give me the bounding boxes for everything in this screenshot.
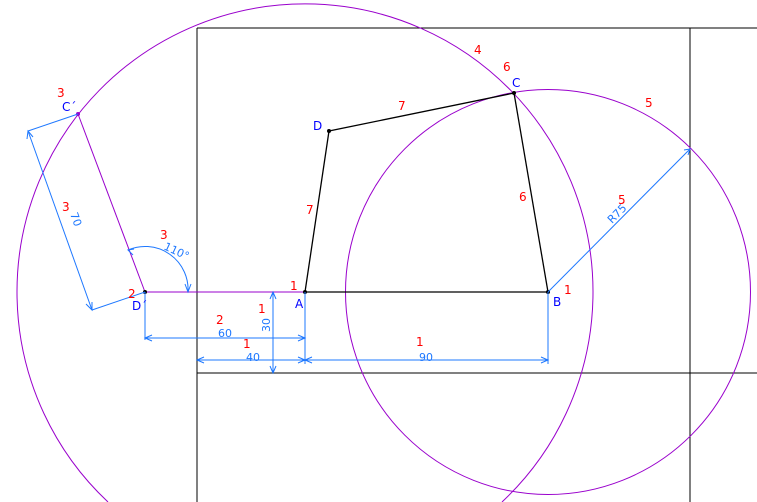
dim-value-60: 60 bbox=[218, 327, 232, 340]
point-d[interactable] bbox=[327, 129, 331, 133]
label-b: B bbox=[553, 295, 561, 309]
step-4-arc: 4 bbox=[474, 43, 482, 57]
ext-line-d-prime-70 bbox=[91, 291, 146, 311]
step-5-arc: 5 bbox=[645, 96, 653, 110]
step-2-dim60: 2 bbox=[216, 313, 224, 327]
radius-leader-r75 bbox=[547, 148, 691, 293]
step-6-bc: 6 bbox=[519, 190, 527, 204]
dim-value-radius: R75 bbox=[605, 202, 629, 226]
arrowhead-r75 bbox=[683, 148, 691, 156]
label-d: D bbox=[313, 119, 322, 133]
label-a: A bbox=[295, 297, 304, 311]
dim-value-40: 40 bbox=[246, 351, 260, 364]
label-c-prime: C´ bbox=[62, 100, 76, 114]
dim-value-90: 90 bbox=[419, 351, 433, 364]
side-da bbox=[304, 130, 330, 293]
construction-circle-4 bbox=[16, 3, 594, 502]
ext-line-c-prime bbox=[27, 113, 79, 132]
label-c: C bbox=[512, 76, 520, 90]
step-1-dim30: 1 bbox=[258, 302, 266, 316]
step-3-dim70: 3 bbox=[62, 200, 70, 214]
step-3-angle: 3 bbox=[160, 228, 168, 242]
dim-value-30: 30 bbox=[260, 318, 273, 332]
step-1-b: 1 bbox=[564, 283, 572, 297]
arrowheads-30 bbox=[269, 290, 277, 375]
arrowheads-40-90 bbox=[195, 356, 550, 364]
angle-arc-110 bbox=[127, 246, 189, 293]
label-d-prime: D´ bbox=[132, 299, 147, 313]
point-c[interactable] bbox=[512, 91, 516, 95]
frame bbox=[196, 27, 757, 502]
step-1-dim40: 1 bbox=[243, 337, 251, 351]
arrowheads-angle bbox=[126, 248, 192, 294]
step-5-radius: 5 bbox=[618, 193, 626, 207]
step-2-d-prime: 2 bbox=[128, 287, 136, 301]
step-7-dc: 7 bbox=[398, 99, 406, 113]
arrowheads-70 bbox=[26, 129, 93, 312]
step-6-c: 6 bbox=[503, 60, 511, 74]
step-7-ad: 7 bbox=[306, 203, 314, 217]
step-1-a: 1 bbox=[290, 279, 298, 293]
side-cd bbox=[328, 92, 515, 132]
dim-value-70: 70 bbox=[67, 211, 84, 229]
dim-line-70 bbox=[27, 130, 93, 311]
arrowheads-60 bbox=[143, 334, 307, 342]
side-bc bbox=[513, 92, 549, 293]
step-3-c-prime: 3 bbox=[57, 86, 65, 100]
step-1-dim90: 1 bbox=[416, 335, 424, 349]
line-d-prime-c-prime bbox=[77, 113, 146, 293]
